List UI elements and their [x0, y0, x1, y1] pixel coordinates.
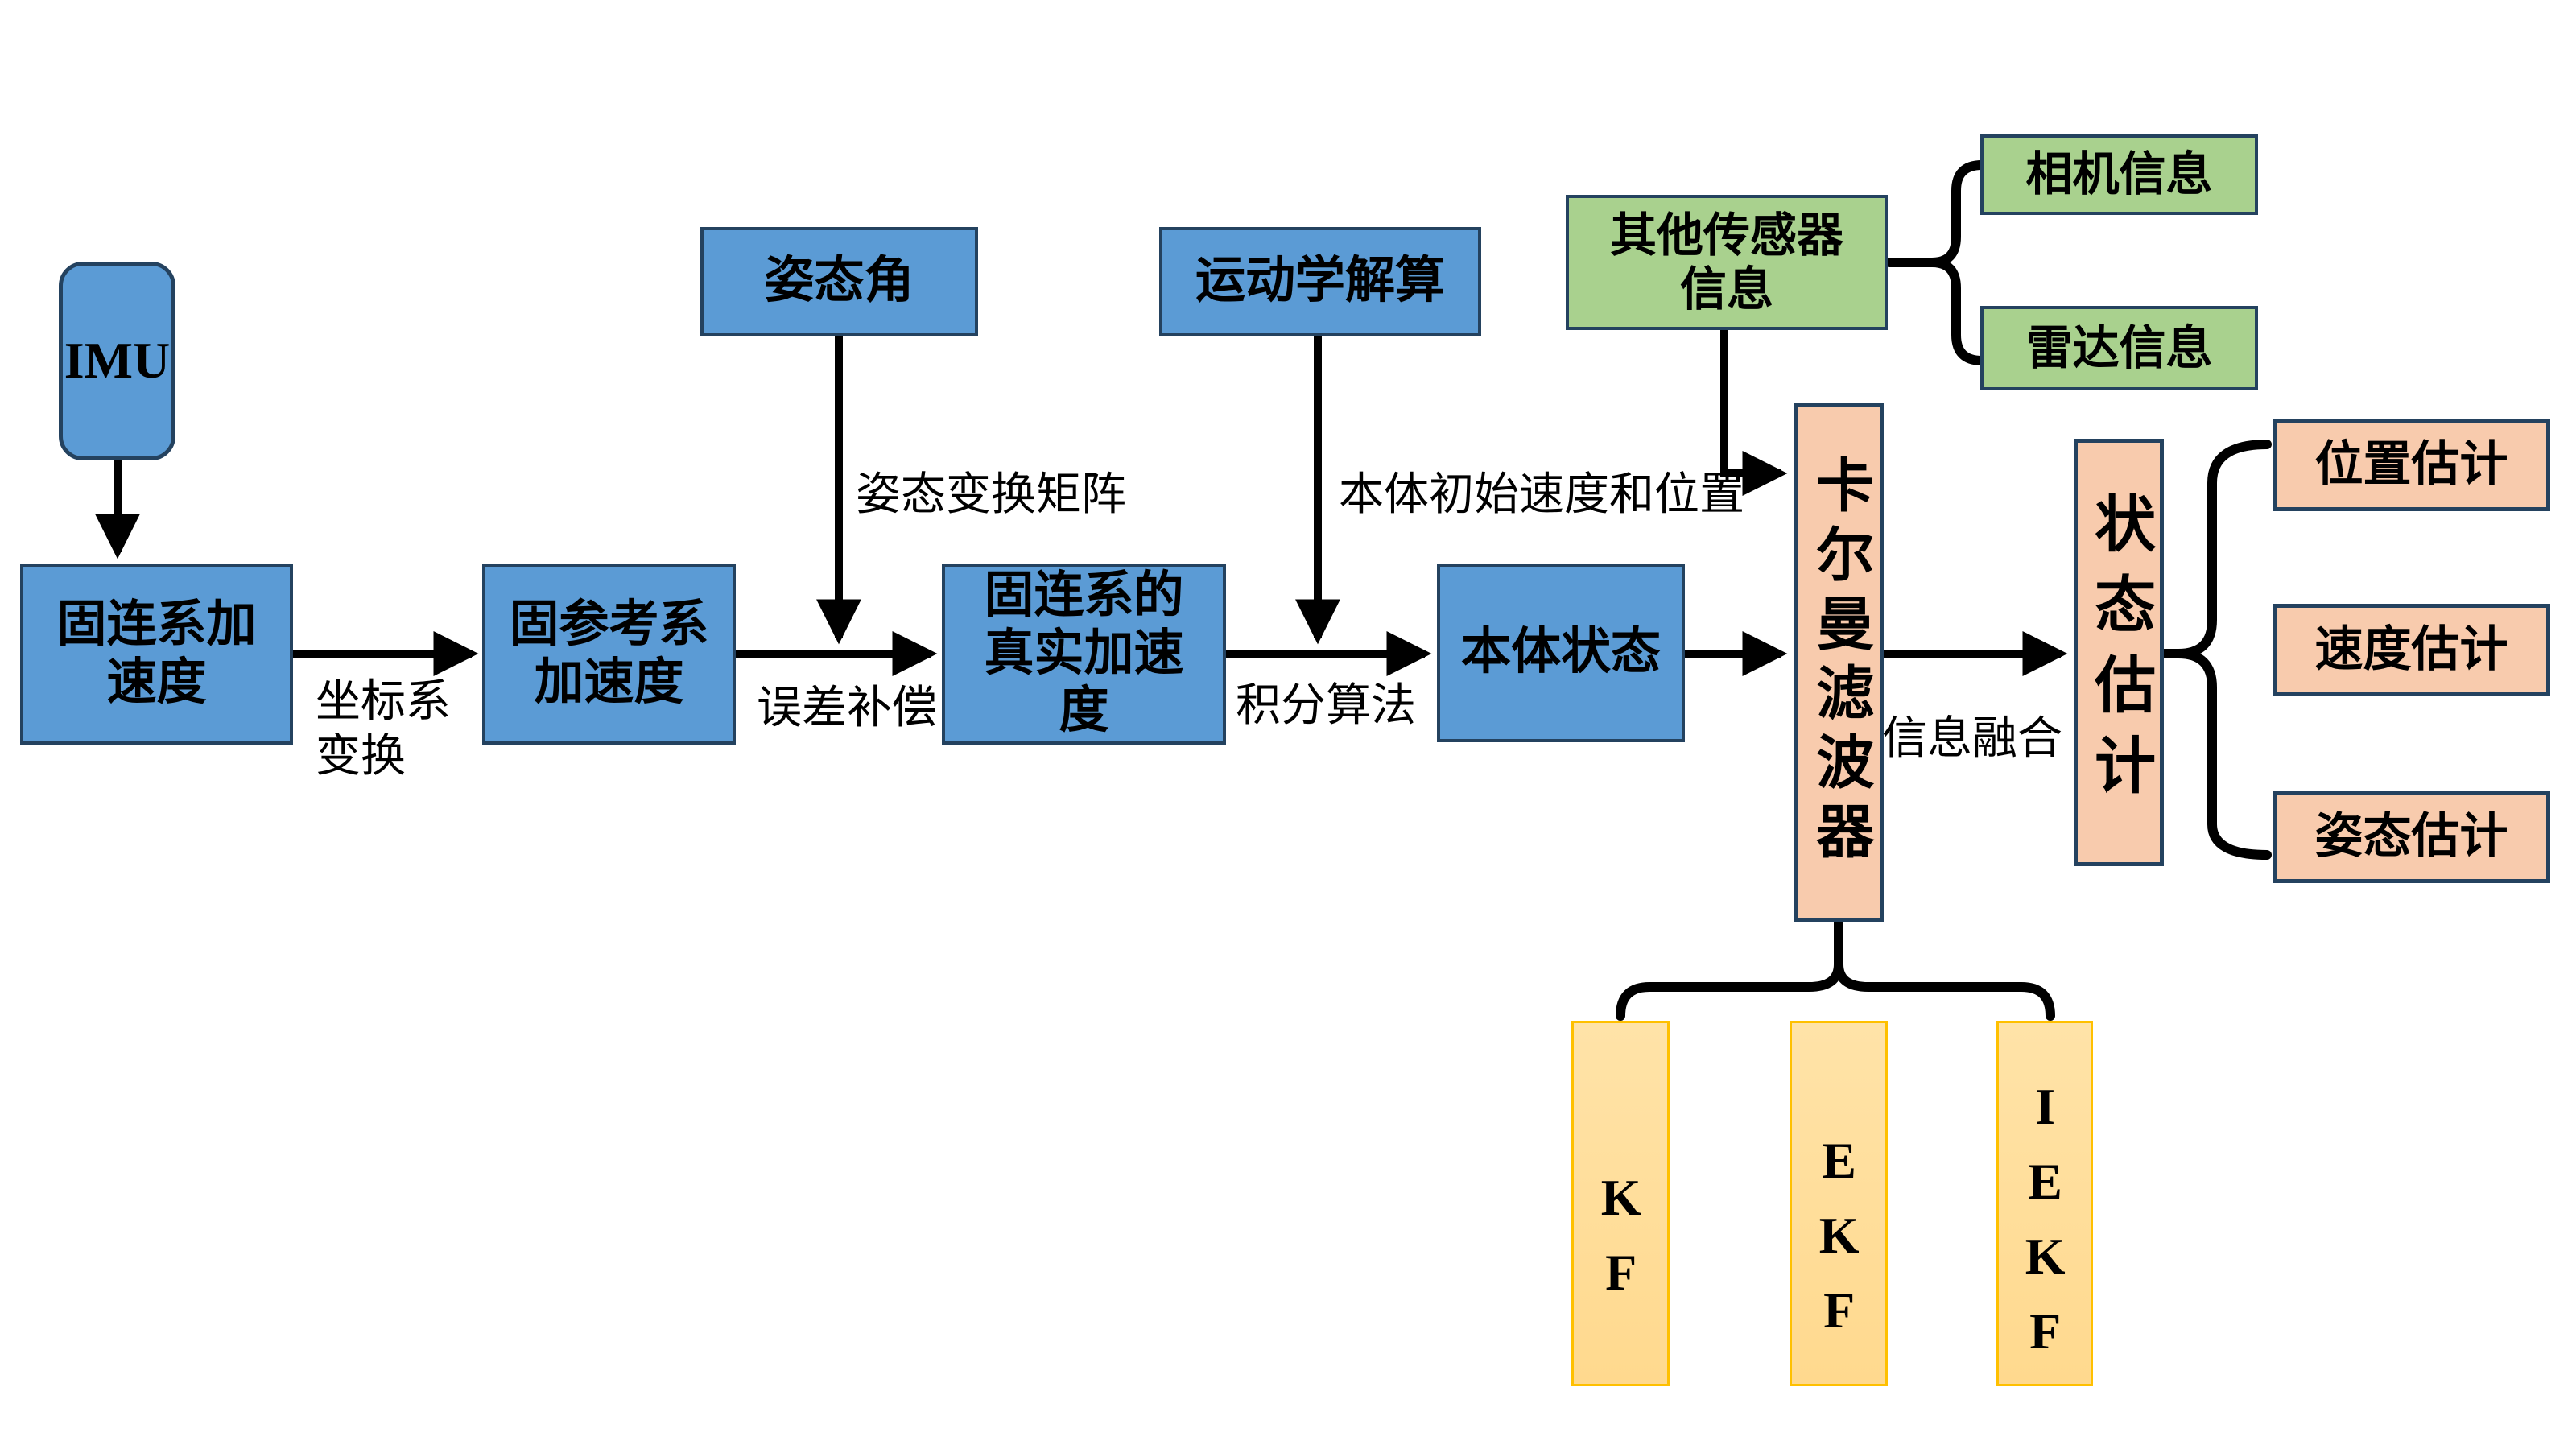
node-body-state-label: 本体状态 [1460, 625, 1661, 680]
node-position-estimate-label: 位置估计 [2314, 437, 2508, 491]
node-attitude-estimate: 姿态估计 [2273, 791, 2550, 883]
edge-label-integration: 积分算法 [1236, 681, 1416, 731]
node-kalman-filter: 卡尔曼滤波器 [1794, 402, 1884, 922]
node-ref-frame-accel: 固参考系 加速度 [482, 564, 736, 745]
node-true-accel-label: 固连系的 真实加速 度 [984, 568, 1184, 739]
node-iekf-label: IEKF [2017, 1078, 2074, 1377]
edge-label-attitude-matrix: 姿态变换矩阵 [856, 470, 1126, 520]
node-kinematics: 运动学解算 [1159, 227, 1481, 336]
node-ref-frame-accel-label: 固参考系 加速度 [509, 597, 709, 710]
node-kf-label: KF [1592, 1169, 1650, 1319]
edge-label-initial-velocity-position: 本体初始速度和位置 [1339, 470, 1744, 520]
edge-label-coord-transform: 坐标系 变换 [316, 677, 451, 782]
node-body-state: 本体状态 [1437, 564, 1685, 742]
node-true-accel: 固连系的 真实加速 度 [942, 564, 1226, 745]
state-estimate-brace [2178, 440, 2272, 860]
node-radar-info-label: 雷达信息 [2025, 321, 2213, 374]
node-attitude-angle-label: 姿态角 [764, 254, 914, 309]
edge-label-error-compensation: 误差补偿 [757, 683, 937, 733]
node-velocity-estimate: 速度估计 [2273, 604, 2550, 696]
node-position-estimate: 位置估计 [2273, 419, 2550, 511]
node-iekf: IEKF [1996, 1021, 2093, 1386]
node-other-sensors-label: 其他传感器 信息 [1609, 208, 1843, 316]
kalman-variants-brace [1616, 964, 2055, 1021]
edge-label-info-fusion: 信息融合 [1882, 714, 2062, 764]
node-camera-info: 相机信息 [1980, 134, 2258, 215]
node-kalman-filter-label: 卡尔曼滤波器 [1806, 454, 1872, 870]
node-imu: IMU [59, 262, 175, 460]
node-radar-info: 雷达信息 [1980, 306, 2258, 390]
node-attitude-estimate-label: 姿态估计 [2314, 809, 2508, 863]
node-imu-label: IMU [64, 332, 171, 390]
node-kinematics-label: 运动学解算 [1195, 254, 1445, 309]
node-kf: KF [1571, 1021, 1670, 1386]
node-camera-info-label: 相机信息 [2025, 148, 2213, 201]
node-ekf-label: EKF [1810, 1131, 1868, 1356]
node-fixed-frame-accel: 固连系加 速度 [20, 564, 293, 745]
node-velocity-estimate-label: 速度估计 [2314, 622, 2508, 676]
other-sensors-brace [1931, 160, 1987, 365]
node-fixed-frame-accel-label: 固连系加 速度 [56, 597, 257, 710]
node-state-estimate: 状态估计 [2074, 439, 2164, 866]
arrow-other-sensors-to-kalman [1720, 330, 1788, 496]
node-state-estimate-label: 状态估计 [2085, 491, 2153, 814]
node-other-sensors: 其他传感器 信息 [1566, 195, 1888, 330]
node-attitude-angle: 姿态角 [700, 227, 978, 336]
node-ekf: EKF [1790, 1021, 1888, 1386]
